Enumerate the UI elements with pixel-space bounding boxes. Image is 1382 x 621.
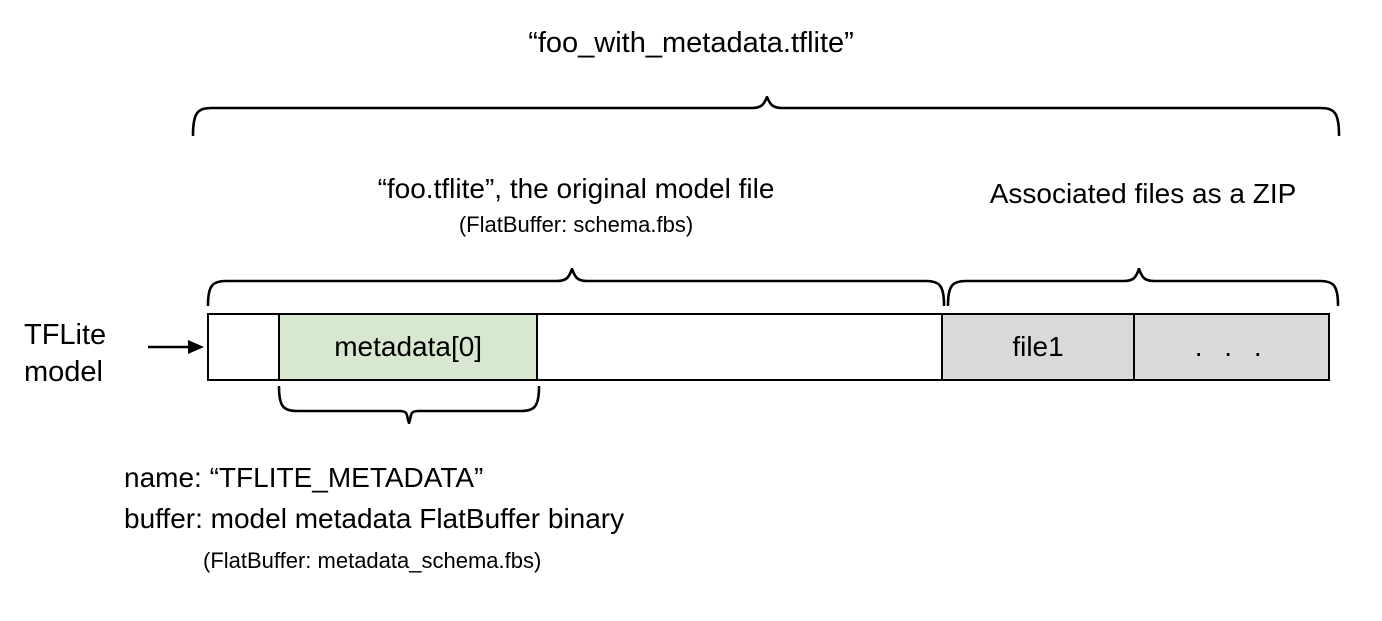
bar-segment-metadata-0: metadata[0]: [279, 315, 539, 379]
zip-curly-brace-icon: [945, 267, 1341, 307]
model-curly-brace-icon: [205, 267, 947, 307]
metadata-name-note: name: “TFLITE_METADATA”: [124, 462, 484, 493]
bar-segment-model-body: [538, 315, 943, 379]
zip-bracket-label: Associated files as a ZIP: [989, 178, 1297, 209]
metadata-buffer-note: buffer: model metadata FlatBuffer binary: [124, 503, 625, 534]
bar-segment-leading-blank: [209, 315, 280, 379]
bar-segment-file1: file1: [942, 315, 1136, 379]
tflite-model-bar: metadata[0] file1 . . .: [207, 313, 1330, 381]
arrow-right-icon: [148, 334, 206, 360]
model-bracket-label: “foo.tflite”, the original model file: [377, 173, 775, 204]
tflite-model-label: TFLite model: [24, 319, 107, 389]
model-bracket-sublabel: (FlatBuffer: schema.fbs): [458, 212, 694, 237]
metadata-curly-brace-icon: [276, 385, 542, 425]
top-curly-brace-icon: [190, 95, 1342, 137]
bar-segment-more-files: . . .: [1135, 315, 1328, 379]
metadata-schema-note: (FlatBuffer: metadata_schema.fbs): [203, 548, 542, 573]
top-bracket-label: “foo_with_metadata.tflite”: [528, 27, 854, 59]
